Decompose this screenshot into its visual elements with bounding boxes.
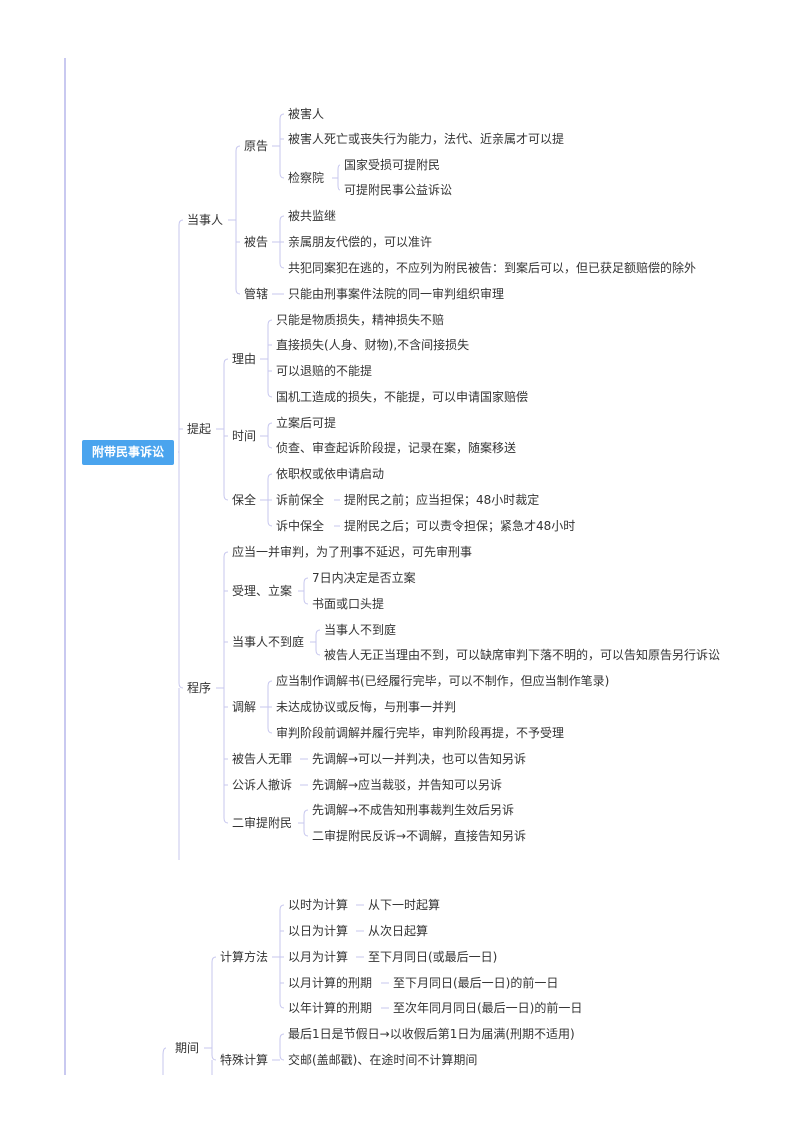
branch-budaoting-arc (315, 629, 321, 656)
node-guanxia[interactable]: 管辖 (244, 287, 269, 301)
node-bq-3a[interactable]: 提附民之后；可以责令担保；紧急才48小时 (344, 519, 576, 533)
node-yuangao[interactable]: 原告 (244, 139, 269, 153)
node-wuzui[interactable]: 被告人无罪 (232, 752, 293, 766)
node-ly-1[interactable]: 只能是物质损失，精神损失不赔 (276, 313, 445, 327)
node-sl-1[interactable]: 7日内决定是否立案 (312, 571, 416, 585)
node-bg-1[interactable]: 被共监继 (288, 209, 337, 223)
node-ershen[interactable]: 二审提附民 (232, 816, 293, 830)
node-bq-2a[interactable]: 提附民之前；应当担保；48小时裁定 (344, 493, 540, 507)
branch-ershen-arc (303, 809, 309, 837)
node-tiaojie[interactable]: 调解 (232, 700, 257, 714)
branch-liyou-arc (267, 319, 273, 398)
node-liyou[interactable]: 理由 (232, 352, 257, 366)
node-ts-2[interactable]: 交邮(盖邮戳)、在途时间不计算期间 (288, 1053, 478, 1067)
node-bg-3[interactable]: 共犯同案犯在逃的，不应列为附民被告：到案后可以，但已获足额赔偿的除外 (288, 261, 697, 275)
node-tj-2[interactable]: 未达成协议或反悔，与刑事一并判 (276, 700, 457, 714)
node-jc-2[interactable]: 可提附民事公益诉讼 (344, 183, 453, 197)
node-cs-1[interactable]: 先调解→应当裁驳，并告知可以另诉 (312, 778, 503, 792)
node-bdt-1[interactable]: 当事人不到庭 (324, 623, 397, 637)
node-es-1[interactable]: 先调解→不成告知刑事裁判生效后另诉 (312, 803, 515, 817)
node-bq-1[interactable]: 依职权或依申请启动 (276, 467, 385, 481)
node-shijian[interactable]: 时间 (232, 429, 257, 443)
branch-tiqi-arc (223, 358, 229, 501)
node-tj-1[interactable]: 应当制作调解书(已经履行完毕，可以不制作，但应当制作笔录) (276, 674, 610, 688)
branch-teshu-arc (279, 1033, 285, 1061)
node-shouli[interactable]: 受理、立案 (232, 584, 293, 598)
node-sj-1[interactable]: 立案后可提 (276, 416, 337, 430)
node-js-4a[interactable]: 至下月同日(最后一日)的前一日 (393, 976, 559, 990)
node-jianchayuan[interactable]: 检察院 (288, 171, 325, 185)
node-js-2a[interactable]: 从次日起算 (368, 924, 429, 938)
node-jc-1[interactable]: 国家受损可提附民 (344, 158, 441, 172)
root-node[interactable]: 附带民事诉讼 (82, 440, 174, 465)
node-bq-2[interactable]: 诉前保全 (276, 493, 325, 507)
node-wz-1[interactable]: 先调解→可以一并判决，也可以告知另诉 (312, 752, 527, 766)
node-teshu[interactable]: 特殊计算 (220, 1053, 269, 1067)
branch-jianchayuan-arc (337, 164, 341, 191)
node-dangshiren[interactable]: 当事人 (187, 213, 224, 227)
node-js-3[interactable]: 以月为计算 (288, 950, 349, 964)
node-bdt-2[interactable]: 被告人无正当理由不到，可以缺席审判下落不明的，可以告知原告另行诉讼 (324, 648, 721, 662)
node-js-1[interactable]: 以时为计算 (288, 898, 349, 912)
branch-qijian-arc (211, 956, 217, 1061)
node-tiqi[interactable]: 提起 (187, 422, 212, 436)
branch-shijian-arc (267, 422, 273, 449)
node-sj-2[interactable]: 侦查、审查起诉阶段提，记录在案，随案移送 (276, 441, 517, 455)
branch-shouli-arc (303, 577, 309, 605)
node-beigao[interactable]: 被告 (244, 235, 269, 249)
node-js-1a[interactable]: 从下一时起算 (368, 898, 441, 912)
node-baoquan[interactable]: 保全 (232, 493, 257, 507)
node-js-3a[interactable]: 至下月同日(或最后一日) (368, 950, 498, 964)
branch-qijian-lead (162, 1047, 167, 1075)
branch-root-arc (178, 219, 184, 689)
node-bq-3[interactable]: 诉中保全 (276, 519, 325, 533)
node-chesu[interactable]: 公诉人撤诉 (232, 778, 293, 792)
node-bg-2[interactable]: 亲属朋友代偿的，可以准许 (288, 235, 433, 249)
branch-dangshiren-arc (235, 145, 241, 295)
branch-yuangao-arc (279, 113, 285, 179)
node-tj-3[interactable]: 审判阶段前调解并履行完毕，审判阶段再提，不予受理 (276, 726, 565, 740)
node-js-5a[interactable]: 至次年同月同日(最后一日)的前一日 (393, 1001, 583, 1015)
node-ly-4[interactable]: 国机工造成的损失，不能提，可以申请国家赔偿 (276, 390, 529, 404)
node-js-5[interactable]: 以年计算的刑期 (288, 1001, 373, 1015)
node-chengxu[interactable]: 程序 (187, 681, 212, 695)
node-ly-3[interactable]: 可以退赔的不能提 (276, 364, 373, 378)
node-ts-1[interactable]: 最后1日是节假日→以收假后第1日为届满(刑期不适用) (288, 1027, 575, 1041)
branch-chengxu-arc (223, 551, 229, 824)
node-es-2[interactable]: 二审提附民反诉→不调解，直接告知另诉 (312, 829, 527, 843)
node-cx-1[interactable]: 应当一并审判，为了刑事不延迟，可先审刑事 (232, 545, 473, 559)
node-ly-2[interactable]: 直接损失(人身、财物),不含间接损失 (276, 338, 470, 352)
node-js-4[interactable]: 以月计算的刑期 (288, 976, 373, 990)
node-yg-2[interactable]: 被害人死亡或丧失行为能力，法代、近亲属才可以提 (288, 132, 565, 146)
node-js-2[interactable]: 以日为计算 (288, 924, 349, 938)
node-yg-1[interactable]: 被害人 (288, 107, 325, 121)
node-sl-2[interactable]: 书面或口头提 (312, 597, 385, 611)
node-gx-1[interactable]: 只能由刑事案件法院的同一审判组织审理 (288, 287, 505, 301)
node-qijian[interactable]: 期间 (175, 1041, 200, 1055)
node-budaoting[interactable]: 当事人不到庭 (232, 635, 305, 649)
node-jisuan[interactable]: 计算方法 (220, 950, 269, 964)
